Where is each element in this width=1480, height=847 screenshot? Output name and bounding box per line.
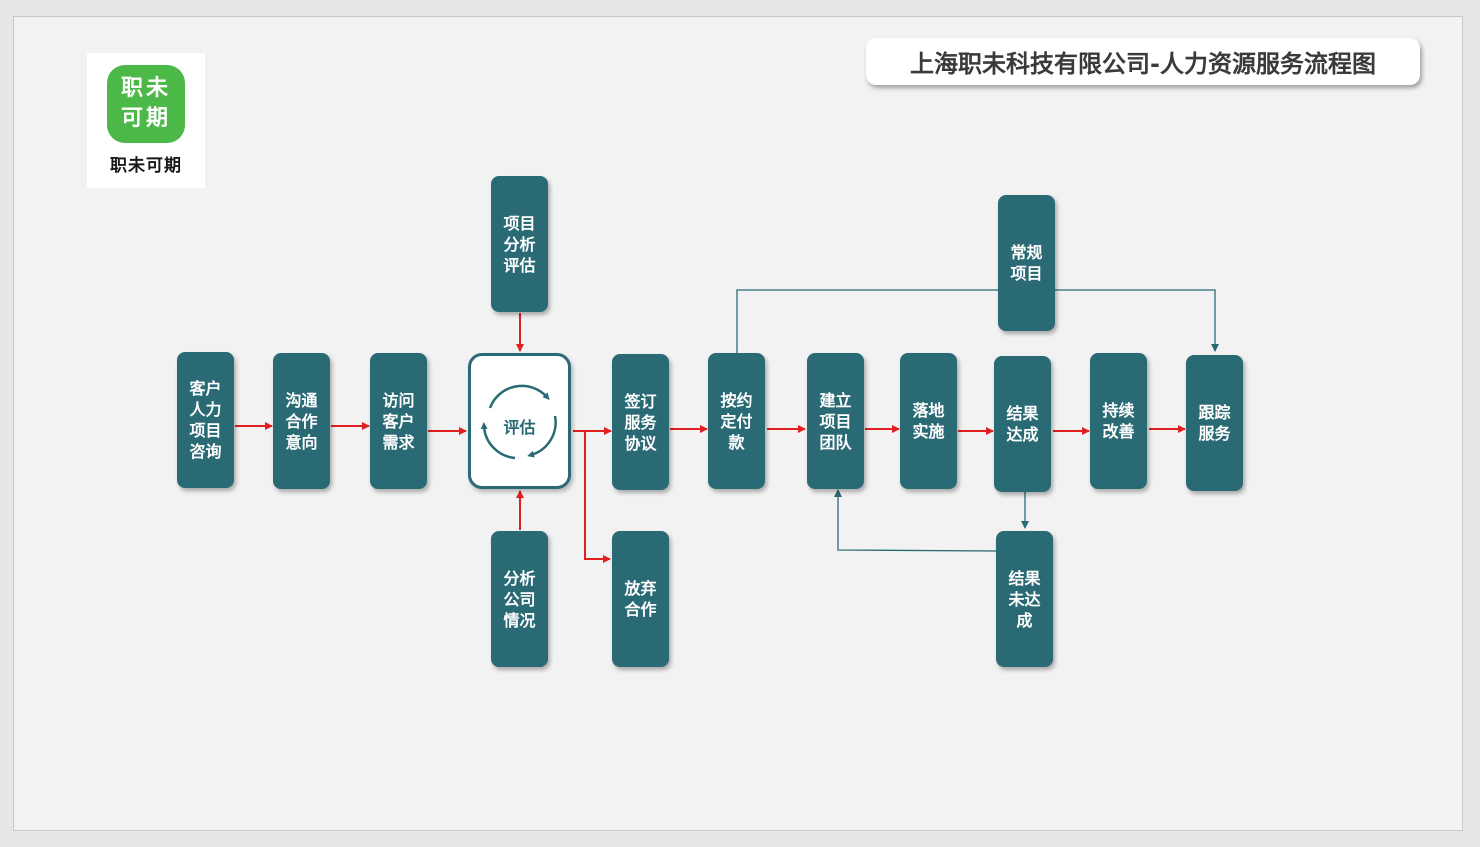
node-project-analysis: 项目分析评估 [491,176,548,312]
node-abandon-cooperation: 放弃合作 [612,531,669,667]
node-company-analysis: 分析公司情况 [491,531,548,667]
logo-badge-line1: 职未 [120,76,171,101]
node-tracking-service: 跟踪服务 [1186,355,1243,491]
node-result-not-achieved: 结果未达成 [996,531,1053,667]
connector-pay-regular-track [736,289,1219,353]
node-client-consult: 客户人力项目咨询 [177,352,234,488]
node-continuous-improvement: 持续改善 [1090,353,1147,489]
node-evaluate: 评估 [468,353,571,489]
node-communicate-intent: 沟通合作意向 [273,353,330,489]
node-implementation: 落地实施 [900,353,957,489]
arrow-evaluate-to-abandon [584,431,611,563]
node-result-achieved: 结果达成 [994,356,1051,492]
logo-caption: 职未可期 [110,156,182,176]
logo-badge-line2: 可期 [120,106,171,131]
node-build-team: 建立项目团队 [807,353,864,489]
cycle-icon [480,384,557,460]
arrow-not-achieved-to-team [834,489,997,552]
logo-badge: 职未 可期 [107,65,185,143]
node-visit-needs: 访问客户需求 [370,353,427,489]
node-evaluate-label: 评估 [503,418,536,437]
node-regular-project: 常规项目 [998,195,1055,331]
diagram-title: 上海职未科技有限公司-人力资源服务流程图 [866,38,1420,85]
company-logo: 职未 可期 职未可期 [87,53,205,188]
node-payment: 按约定付款 [708,353,765,489]
node-sign-agreement: 签订服务协议 [612,354,669,490]
